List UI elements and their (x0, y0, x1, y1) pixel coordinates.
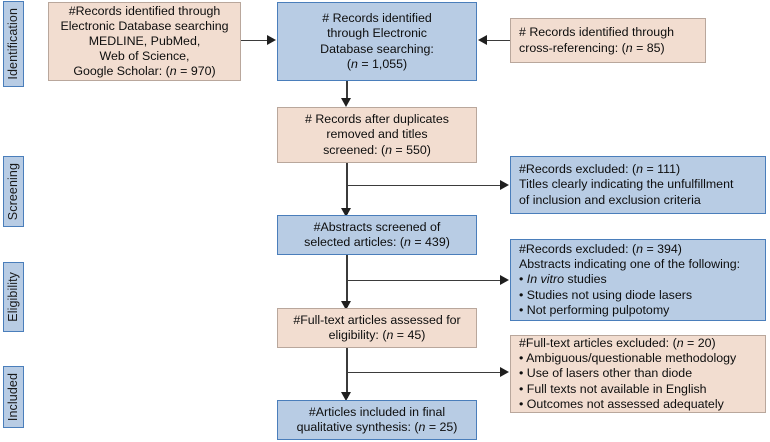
stage-label-eligibility-text: Eligibility (6, 272, 21, 322)
box-sources-database-line-3: MEDLINE, PubMed, (88, 33, 201, 48)
box-identified-total-line-4: (n = 1,055) (346, 56, 408, 71)
box-included-final-line-1: #Articles included in final (308, 404, 446, 419)
box-cross-referencing-line-1: # Records identified through (519, 25, 674, 40)
box-sources-database: #Records identified through Electronic D… (48, 2, 241, 81)
box-excluded-abstracts-bullet-3: • Not performing pulpotomy (519, 302, 670, 317)
box-excluded-fulltext-heading: #Full-text articles excluded: (n = 20) (519, 336, 716, 350)
box-excluded-titles-line-1: #Records excluded: (n = 111) (519, 162, 681, 177)
stage-label-included-text: Included (6, 372, 21, 422)
arrowhead-fulltext-to-included (341, 392, 351, 401)
box-identified-total: # Records identified through Electronic … (277, 2, 477, 81)
box-fulltext-assessed: #Full-text articles assessed for eligibi… (277, 308, 477, 348)
box-after-duplicates: # Records after duplicates removed and t… (277, 107, 477, 163)
connector-total-to-duplicates (346, 81, 348, 100)
box-after-duplicates-line-2: removed and titles (326, 127, 428, 142)
connector-branch-to-excluded-fulltext (346, 372, 502, 374)
arrowhead-branch-to-excluded-fulltext (500, 367, 509, 377)
box-excluded-fulltext-bullet-1: • Ambiguous/questionable methodology (519, 351, 737, 366)
box-excluded-abstracts-heading: #Records excluded: (n = 394) (519, 242, 682, 256)
box-included-final-line-2: qualitative synthesis: (n = 25) (296, 420, 458, 434)
box-excluded-fulltext: #Full-text articles excluded: (n = 20) •… (510, 335, 766, 413)
stage-label-screening-text: Screening (6, 162, 21, 221)
box-excluded-titles-line-3: of inclusion and exclusion criteria (519, 192, 701, 207)
box-excluded-titles: #Records excluded: (n = 111) Titles clea… (510, 156, 766, 214)
connector-crossref-to-total (487, 40, 510, 42)
arrowhead-abstracts-to-fulltext (341, 301, 351, 310)
box-abstracts-screened-line-2: selected articles: (n = 439) (304, 235, 450, 249)
stage-label-identification: Identification (3, 1, 24, 87)
box-excluded-titles-line-2: Titles clearly indicating the unfulfillm… (519, 177, 734, 192)
box-excluded-fulltext-bullet-3: • Full texts not available in English (519, 381, 707, 396)
box-cross-referencing-line-2: cross-referencing: (n = 85) (519, 40, 665, 55)
box-excluded-fulltext-bullet-2: • Use of lasers other than diode (519, 366, 693, 381)
box-cross-referencing: # Records identified through cross-refer… (510, 18, 706, 63)
connector-branch-to-excluded-abstracts (346, 280, 502, 282)
box-sources-database-line-1: #Records identified through (68, 3, 221, 18)
box-fulltext-assessed-line-2: eligibility: (n = 45) (328, 328, 426, 342)
arrowhead-sources-to-total (267, 35, 276, 45)
box-identified-total-line-3: Database searching: (320, 41, 434, 56)
box-sources-database-line-2: Electronic Database searching (60, 18, 229, 33)
box-identified-total-line-2: through Electronic (327, 26, 427, 41)
box-excluded-abstracts: #Records excluded: (n = 394) Abstracts i… (510, 239, 766, 321)
box-excluded-fulltext-bullet-4: • Outcomes not assessed adequately (519, 396, 724, 411)
connector-sources-to-total (241, 40, 268, 42)
connector-duplicates-to-abstracts (346, 163, 348, 214)
stage-label-included: Included (3, 366, 24, 428)
box-excluded-abstracts-bullet-1: • In vitro studies (519, 272, 607, 287)
arrowhead-branch-to-excluded-abstracts (500, 275, 509, 285)
arrowhead-duplicates-to-abstracts (341, 208, 351, 217)
stage-label-screening: Screening (3, 156, 24, 227)
stage-label-eligibility: Eligibility (3, 262, 24, 332)
box-fulltext-assessed-line-1: #Full-text articles assessed for (293, 312, 461, 327)
box-excluded-abstracts-subheading: Abstracts indicating one of the followin… (519, 257, 741, 272)
arrowhead-branch-to-excluded-titles (500, 180, 509, 190)
box-included-final: #Articles included in final qualitative … (277, 400, 477, 440)
arrowhead-total-to-duplicates (341, 98, 351, 107)
box-abstracts-screened: #Abstracts screened of selected articles… (277, 215, 477, 255)
box-excluded-abstracts-bullet-2: • Studies not using diode lasers (519, 287, 693, 302)
arrowhead-crossref-to-total (478, 35, 487, 45)
box-identified-total-line-1: # Records identified (322, 11, 432, 26)
box-abstracts-screened-line-1: #Abstracts screened of (313, 219, 441, 234)
stage-label-identification-text: Identification (6, 8, 21, 80)
box-after-duplicates-line-1: # Records after duplicates (305, 112, 449, 127)
box-sources-database-line-4: Web of Science, (99, 49, 190, 64)
box-sources-database-line-5: Google Scholar: (n = 970) (73, 64, 216, 79)
box-after-duplicates-line-3: screened: (n = 550) (323, 142, 431, 157)
connector-branch-to-excluded-titles (346, 185, 502, 187)
